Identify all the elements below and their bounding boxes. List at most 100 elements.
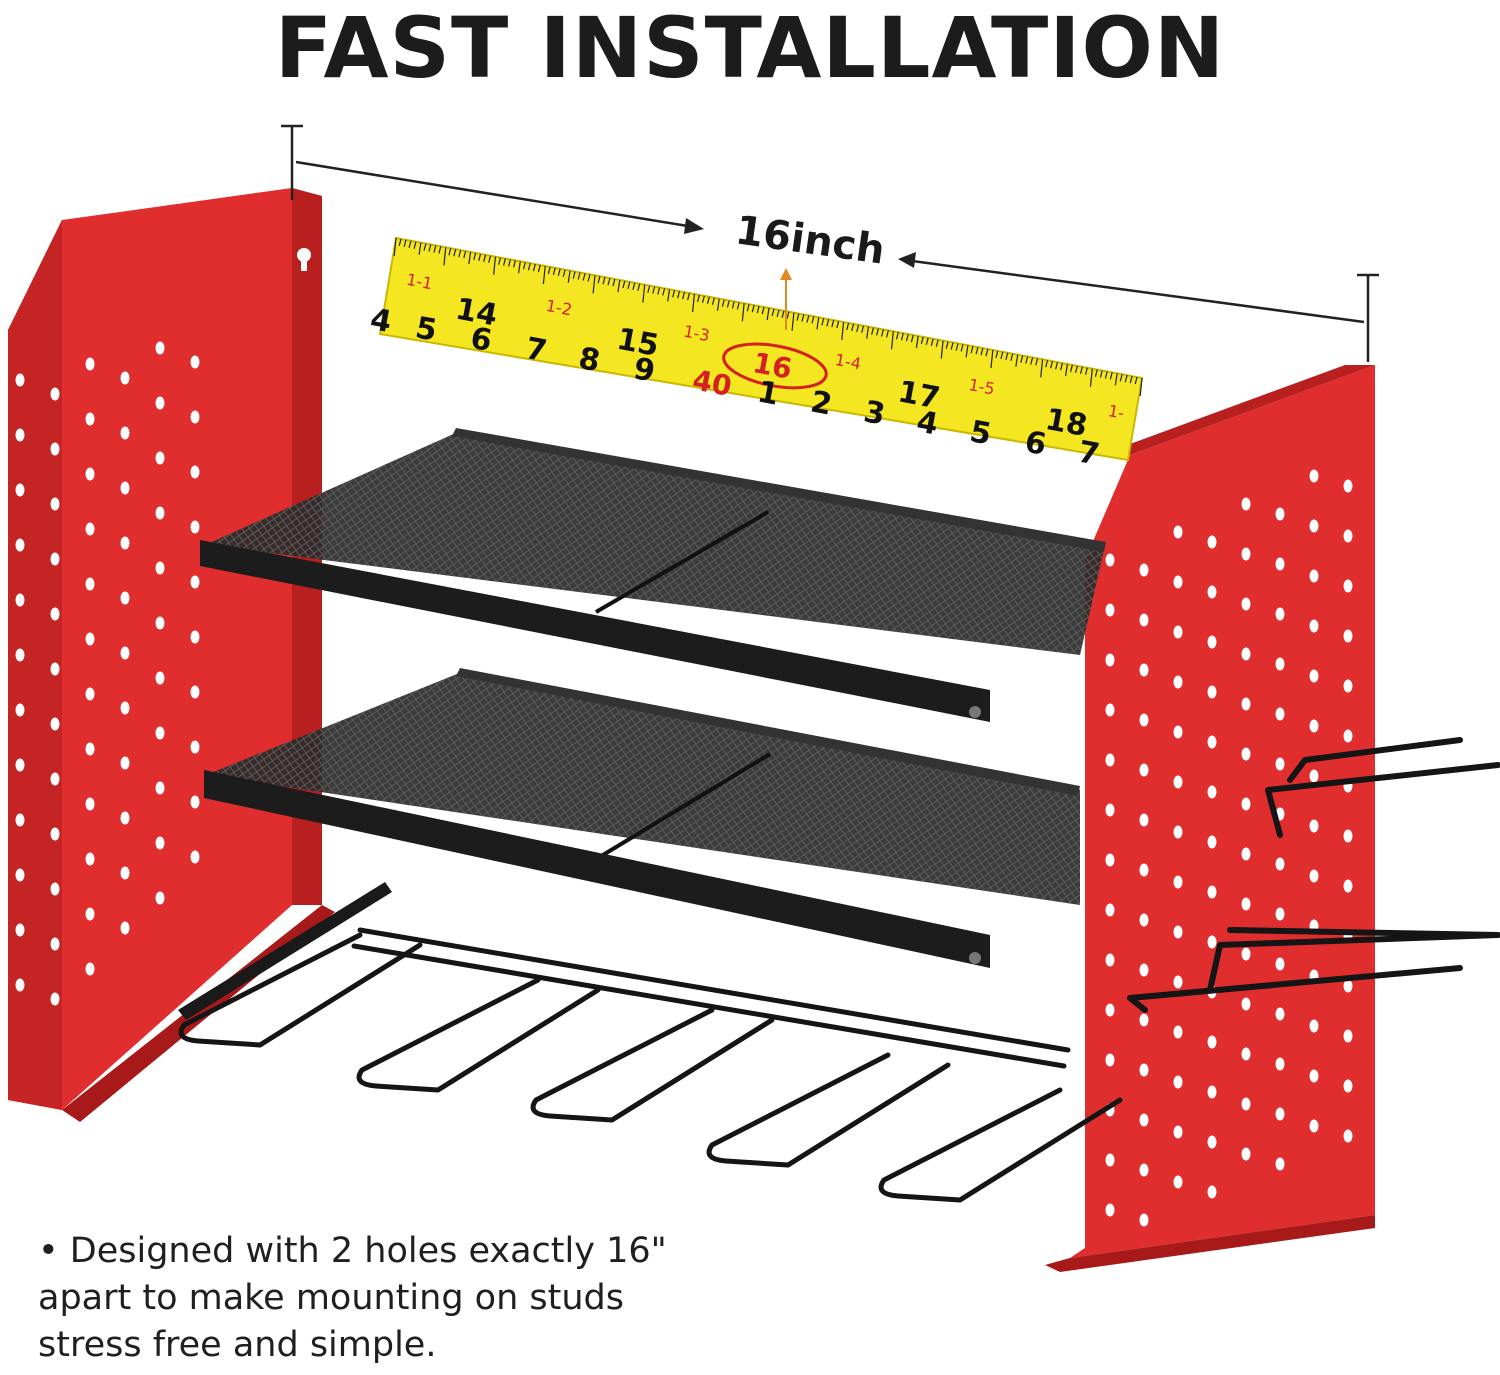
peg-hole [1173, 525, 1183, 539]
tape-tick [841, 321, 845, 341]
peg-hole [1207, 535, 1217, 549]
peg-hole [1207, 1135, 1217, 1149]
peg-hole [1207, 735, 1217, 749]
tape-tick [1020, 355, 1024, 363]
tape-tick [562, 269, 566, 277]
tape-tick [607, 277, 611, 286]
tape-tick [786, 311, 790, 319]
tape-tick [895, 332, 899, 340]
peg-hole [1309, 1019, 1319, 1033]
tape-number-14: 14 [453, 292, 500, 334]
peg-hole [15, 593, 25, 607]
right-side-panel [1045, 365, 1375, 1272]
peg-hole [1343, 579, 1353, 593]
tape-tick [970, 346, 974, 354]
tape-tick [716, 298, 720, 311]
tape-tick [905, 333, 909, 342]
peg-hole [85, 852, 95, 866]
peg-hole [1275, 557, 1285, 571]
tape-tick [791, 312, 795, 331]
tape-number-17: 17 [895, 374, 942, 416]
tape-tick [856, 324, 860, 332]
tape-tick [771, 308, 775, 317]
tape-tick [582, 273, 586, 281]
peg-hole [155, 781, 165, 795]
peg-hole [1139, 1213, 1149, 1227]
peg-hole [155, 341, 165, 355]
peg-hole [85, 412, 95, 426]
tape-tick [657, 287, 661, 295]
tape-tick [881, 329, 884, 337]
peg-hole [120, 536, 130, 550]
peg-hole [1309, 669, 1319, 683]
peg-hole [1309, 519, 1319, 533]
tape-tick [1134, 376, 1138, 385]
tape-tick [1104, 371, 1108, 379]
peg-hole [155, 561, 165, 575]
peg-hole [1105, 553, 1115, 567]
tape-tick [1069, 364, 1073, 373]
tape-tick [741, 303, 745, 322]
tape-tick [776, 309, 780, 318]
tape-tick [677, 291, 681, 299]
peg-hole [1207, 785, 1217, 799]
peg-hole [1139, 813, 1149, 827]
tape-tick [811, 316, 815, 324]
peg-hole [120, 866, 130, 880]
peg-hole [50, 772, 60, 786]
peg-hole [1275, 507, 1285, 521]
tape-tick [761, 306, 765, 315]
peg-hole [1275, 857, 1285, 871]
peg-hole [1207, 685, 1217, 699]
tape-tick [885, 330, 889, 338]
tape-tick [493, 256, 497, 275]
peg-hole [1275, 607, 1285, 621]
tape-tick [1079, 366, 1083, 374]
wire-loop [530, 1007, 775, 1123]
peg-hole [155, 506, 165, 520]
peg-hole [120, 646, 130, 660]
peg-hole [1173, 1175, 1183, 1189]
tape-tick [662, 288, 666, 296]
tape-tick [572, 271, 576, 279]
tape-tick [796, 313, 800, 321]
tape-sub-label: 1-5 [967, 375, 996, 398]
tape-tick [453, 249, 457, 257]
peg-hole [1139, 1113, 1149, 1127]
tape-tick [517, 261, 521, 274]
peg-hole [1173, 1025, 1183, 1039]
tape-tick [940, 340, 944, 359]
peg-hole [1309, 619, 1319, 633]
tape-tick [801, 314, 805, 322]
peg-hole [15, 428, 25, 442]
peg-hole [1343, 1079, 1353, 1093]
peg-hole [1105, 803, 1115, 817]
peg-hole [1343, 629, 1353, 643]
tape-tick [950, 342, 954, 350]
peg-hole [1139, 613, 1149, 627]
tape-sub-label: 1- [1107, 401, 1126, 423]
tape-tick [1015, 354, 1019, 367]
peg-hole [1207, 1035, 1217, 1049]
peg-hole [1241, 647, 1251, 661]
peg-hole [190, 850, 200, 864]
peg-hole [190, 795, 200, 809]
tape-tick [1050, 361, 1054, 369]
feature-description: • Designed with 2 holes exactly 16" apar… [38, 1231, 667, 1365]
peg-hole [15, 373, 25, 387]
tape-tick [965, 345, 969, 358]
tape-tick [398, 238, 402, 247]
tape-tick [503, 258, 506, 266]
peg-hole [1241, 997, 1251, 1011]
peg-hole [1343, 879, 1353, 893]
tape-tick [512, 260, 516, 268]
tape-tick [637, 283, 641, 291]
peg-hole [15, 483, 25, 497]
tape-tick [1094, 369, 1098, 377]
peg-hole [1275, 907, 1285, 921]
tape-tick [890, 331, 894, 350]
tape-tick [816, 317, 820, 330]
peg-hole [1207, 635, 1217, 649]
peg-hole [1207, 935, 1217, 949]
peg-hole [190, 685, 200, 699]
